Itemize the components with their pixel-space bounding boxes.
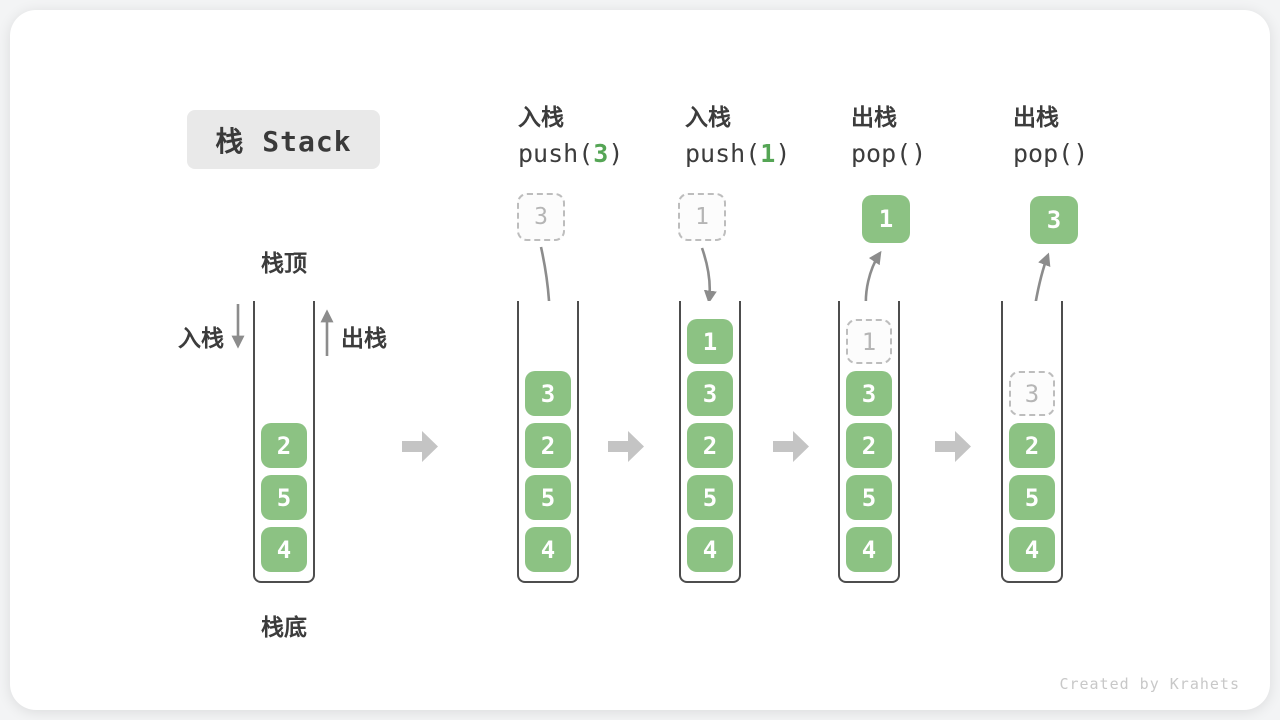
stack-element: 2 (525, 423, 571, 468)
floating-element-popped1: 1 (862, 195, 910, 243)
title-badge: 栈 Stack (187, 110, 380, 169)
pop-side-label: 出栈 (341, 326, 387, 352)
op-action-label: 出栈 (1013, 105, 1059, 131)
stack-top-label: 栈顶 (261, 251, 307, 277)
op-call-label: pop() (1013, 139, 1089, 168)
op-header-pop-second: 出栈 pop() (1013, 104, 1173, 168)
stack-bottom-label: 栈底 (261, 615, 307, 641)
floating-element-push1: 1 (678, 193, 726, 241)
stack-element: 4 (261, 527, 307, 572)
op-call-label: push(3) (518, 139, 624, 168)
floating-element-push3: 3 (517, 193, 565, 241)
stack-element: 3 (687, 371, 733, 416)
floating-element-popped3: 3 (1030, 196, 1078, 244)
stack-element: 5 (261, 475, 307, 520)
stack-element: 1 (687, 319, 733, 364)
stack-element: 5 (846, 475, 892, 520)
stack-state-pop-second: 4 5 2 3 (1001, 301, 1063, 583)
op-call-label: pop() (851, 139, 927, 168)
stack-state-after-push1: 4 5 2 3 1 (679, 301, 741, 583)
op-call-arg: 3 (593, 139, 609, 168)
stack-element: 4 (1009, 527, 1055, 572)
credit-text: Created by Krahets (1059, 675, 1240, 693)
stack-state-initial: 4 5 2 (253, 301, 315, 583)
stack-element: 4 (846, 527, 892, 572)
stack-element: 5 (1009, 475, 1055, 520)
stack-element: 5 (687, 475, 733, 520)
op-header-push3: 入栈 push(3) (518, 104, 678, 168)
stack-state-pop-first: 4 5 2 3 1 (838, 301, 900, 583)
op-call-label: push(1) (685, 139, 791, 168)
stack-element: 2 (846, 423, 892, 468)
push-side-label: 入栈 (178, 326, 224, 352)
stack-element: 2 (687, 423, 733, 468)
op-header-pop-first: 出栈 pop() (851, 104, 1011, 168)
op-action-label: 出栈 (851, 105, 897, 131)
stack-element: 2 (261, 423, 307, 468)
stack-element: 2 (1009, 423, 1055, 468)
stack-element-ghost: 1 (846, 319, 892, 364)
stack-element: 3 (525, 371, 571, 416)
op-header-push1: 入栈 push(1) (685, 104, 845, 168)
op-action-label: 入栈 (685, 105, 731, 131)
stack-element: 4 (687, 527, 733, 572)
stack-element: 5 (525, 475, 571, 520)
stack-state-after-push3: 4 5 2 3 (517, 301, 579, 583)
stack-element-ghost: 3 (1009, 371, 1055, 416)
op-action-label: 入栈 (518, 105, 564, 131)
stack-element: 4 (525, 527, 571, 572)
op-call-arg: 1 (760, 139, 776, 168)
stack-element: 3 (846, 371, 892, 416)
